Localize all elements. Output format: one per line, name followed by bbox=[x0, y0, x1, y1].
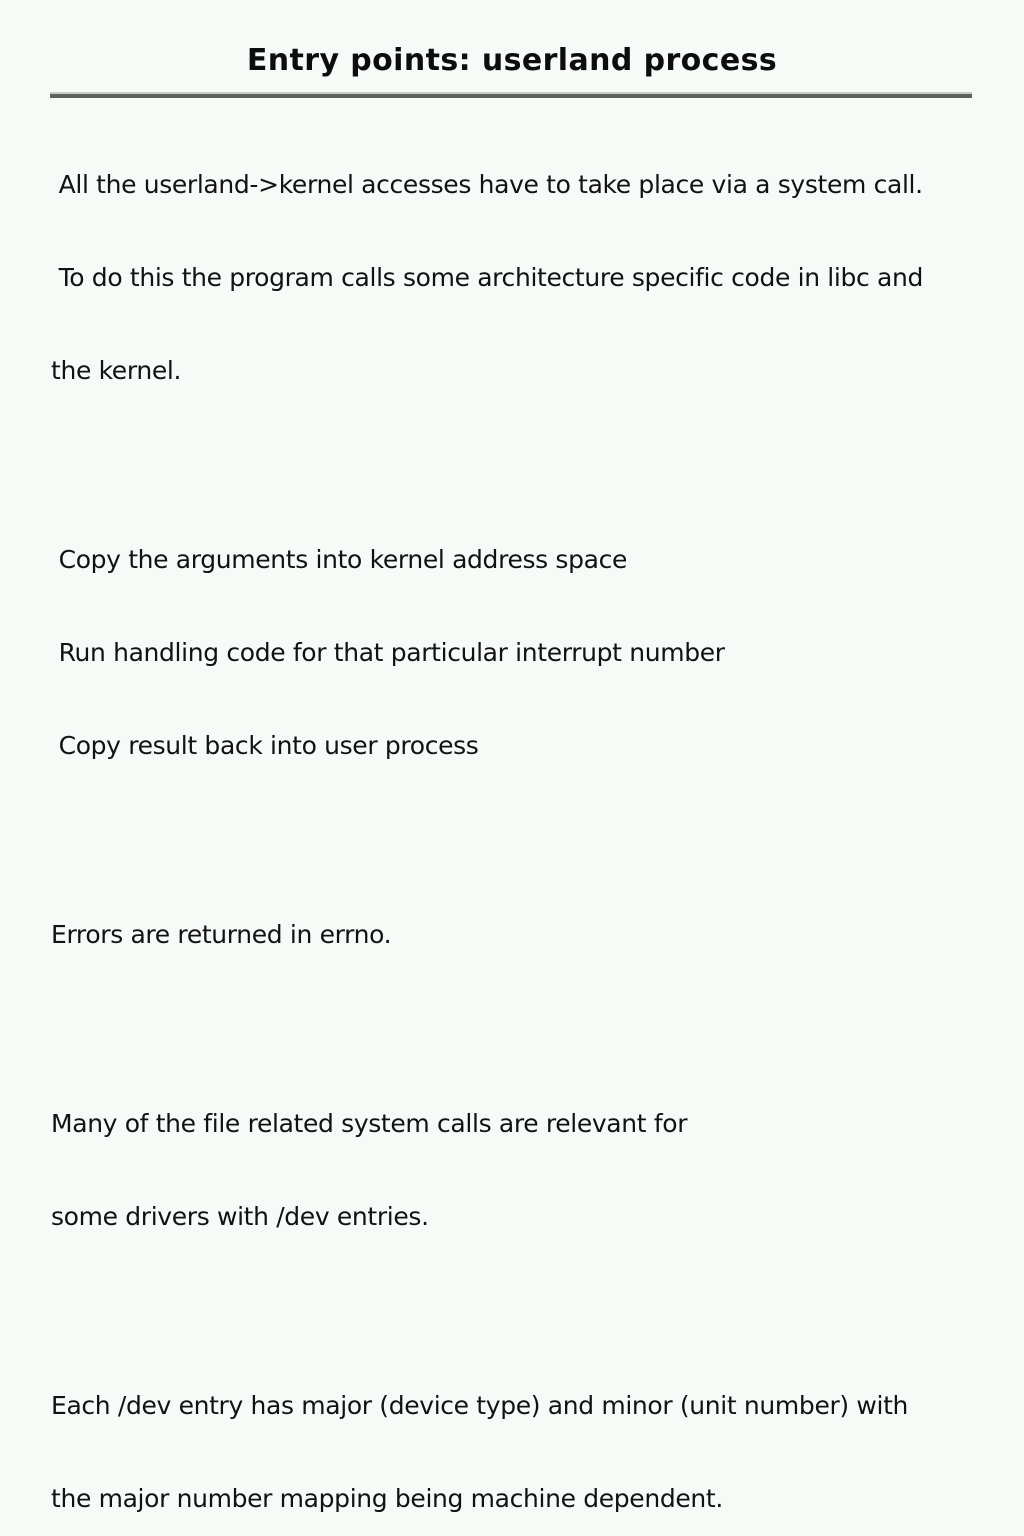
spacer bbox=[0, 1294, 1024, 1328]
text-line: All the userland->kernel accesses have t… bbox=[51, 170, 924, 199]
title-divider bbox=[50, 92, 972, 98]
text-line: the major number mapping being machine d… bbox=[51, 1484, 723, 1513]
paragraph-steps: Copy the arguments into kernel address s… bbox=[0, 482, 1024, 823]
text-line: To do this the program calls some archit… bbox=[51, 263, 924, 292]
text-line: Errors are returned in errno. bbox=[51, 920, 392, 949]
text-line: the kernel. bbox=[51, 356, 182, 385]
slide: Entry points: userland process All the u… bbox=[50, 43, 972, 1513]
paragraph-file-syscalls: Many of the file related system calls ar… bbox=[0, 1046, 1024, 1294]
slide-body: All the userland->kernel accesses have t… bbox=[0, 107, 1024, 1536]
text-line: Copy result back into user process bbox=[51, 731, 479, 760]
spacer bbox=[0, 448, 1024, 482]
text-line: Run handling code for that particular in… bbox=[51, 638, 725, 667]
paragraph-dev-entries: Each /dev entry has major (device type) … bbox=[0, 1328, 1024, 1536]
spacer bbox=[0, 823, 1024, 857]
spacer bbox=[0, 1012, 1024, 1046]
paragraph-intro: All the userland->kernel accesses have t… bbox=[0, 107, 1024, 448]
text-line: some drivers with /dev entries. bbox=[51, 1202, 429, 1231]
paragraph-errors: Errors are returned in errno. bbox=[0, 857, 1024, 1012]
text-line: Each /dev entry has major (device type) … bbox=[51, 1391, 909, 1420]
page-title: Entry points: userland process bbox=[246, 43, 778, 78]
text-line: Copy the arguments into kernel address s… bbox=[51, 545, 628, 574]
text-line: Many of the file related system calls ar… bbox=[51, 1109, 688, 1138]
